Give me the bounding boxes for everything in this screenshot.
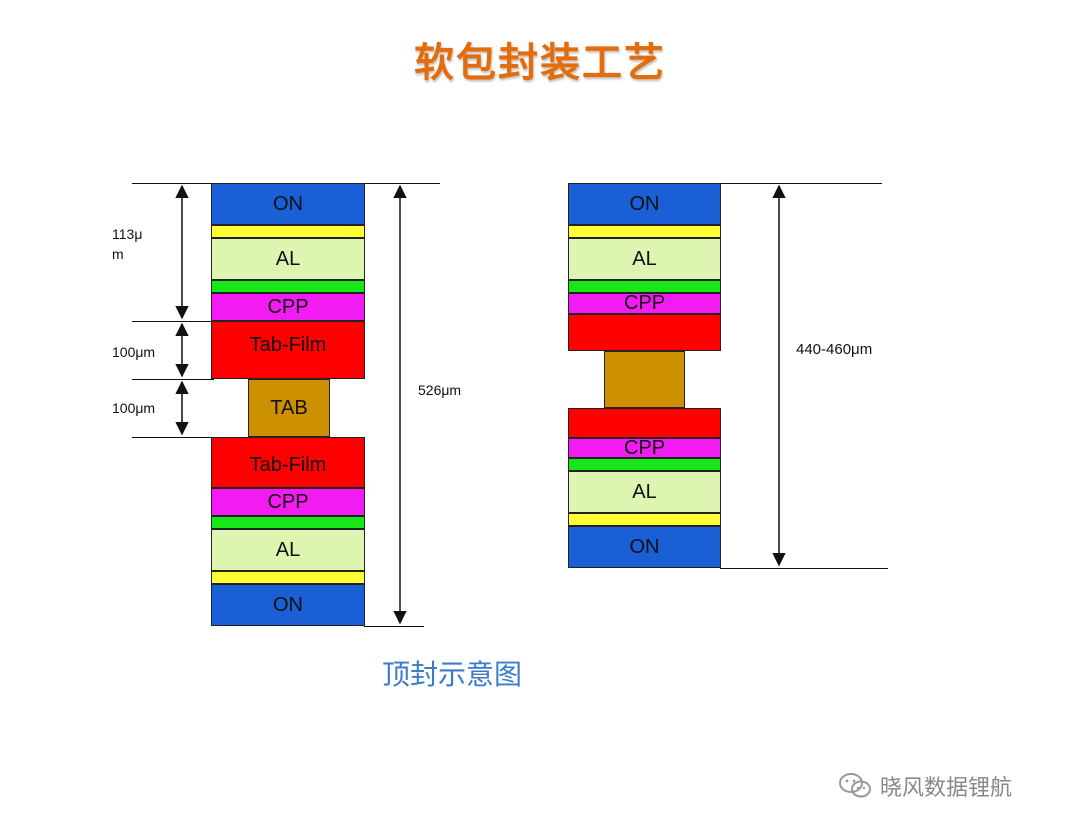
left-layer-yellow-top — [211, 225, 365, 238]
left-layer-green-top — [211, 280, 365, 293]
right-layer-green-top — [568, 280, 721, 293]
wechat-icon — [839, 773, 871, 798]
right-layer-tab — [604, 351, 685, 408]
ref-line-113 — [132, 321, 214, 322]
left-layer-tab-label: TAB — [270, 396, 308, 419]
left-layer-cpp-top-label: CPP — [267, 295, 309, 318]
dim-label-tabfilm: 100μm — [112, 344, 156, 360]
right-layer-cpp-top-label: CPP — [623, 292, 666, 314]
right-ref-line-bottom — [720, 568, 888, 569]
left-layer-cpp-top: CPP — [211, 293, 365, 321]
right-layer-al-top-label: AL — [632, 247, 657, 270]
ref-line-tab — [132, 437, 214, 438]
left-layer-al-bottom-label: AL — [275, 538, 301, 561]
left-layer-yellow-bottom — [211, 571, 365, 584]
ref-line-bottom — [364, 626, 424, 627]
right-layer-cpp-top: CPP — [568, 292, 721, 314]
left-layer-tabfilm-bottom-label: Tab-Film — [249, 454, 327, 476]
left-layer-al-top-label: AL — [275, 247, 301, 270]
dim-label-total-left: 526μm — [418, 382, 462, 398]
left-layer-tabfilm-bottom: Tab-Film — [211, 437, 365, 488]
left-layer-green-bottom — [211, 516, 365, 529]
dim-label-tab: 100μm — [112, 400, 156, 416]
right-layer-on-top-label: ON — [629, 192, 660, 215]
right-layer-green-bottom — [568, 458, 721, 471]
right-layer-al-bottom-label: AL — [632, 480, 657, 503]
left-layer-al-top: AL — [211, 238, 365, 280]
page-title: 软包封装工艺 — [414, 40, 666, 86]
right-layer-on-bottom-label: ON — [629, 535, 660, 558]
left-layer-cpp-bottom-label: CPP — [267, 490, 309, 513]
right-layer-cpp-bottom: CPP — [568, 436, 721, 459]
left-layer-on-top: ON — [211, 183, 365, 225]
watermark: 晓风数据锂航 — [838, 770, 1012, 802]
left-layer-al-bottom: AL — [211, 529, 365, 571]
left-layer-on-bottom-label: ON — [273, 593, 303, 616]
left-layer-cpp-bottom: CPP — [211, 488, 365, 516]
ref-line-tabfilm — [132, 379, 214, 380]
left-layer-tab: TAB — [248, 379, 330, 437]
left-layer-on-top-label: ON — [273, 192, 303, 215]
right-layer-al-top: AL — [568, 238, 721, 280]
left-layer-tabfilm-top: Tab-Film — [211, 321, 365, 379]
right-layer-on-bottom: ON — [568, 526, 721, 568]
left-layer-tabfilm-top-label: Tab-Film — [249, 334, 327, 356]
dim-label-total-right: 440-460μm — [796, 341, 873, 358]
diagram-caption: 顶封示意图 — [382, 658, 523, 691]
right-layer-on-top: ON — [568, 183, 721, 225]
right-layer-tabfilm-top — [568, 314, 721, 351]
right-layer-cpp-bottom-label: CPP — [623, 436, 666, 459]
right-ref-line-top — [720, 183, 882, 184]
right-layer-al-bottom: AL — [568, 471, 721, 513]
dim-label-113: 113μ m — [112, 226, 143, 262]
left-layer-on-bottom: ON — [211, 584, 365, 626]
right-layer-tabfilm-bottom — [568, 408, 721, 438]
right-layer-yellow-top — [568, 225, 721, 238]
right-layer-yellow-bottom — [568, 513, 721, 526]
watermark-text: 晓风数据锂航 — [880, 776, 1013, 801]
